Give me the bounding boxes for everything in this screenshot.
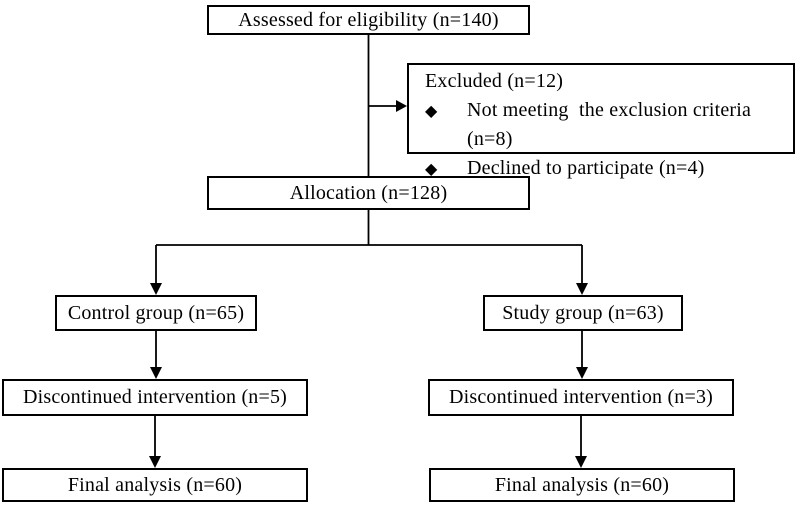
arrowhead-to-control-group — [150, 283, 162, 295]
box-study-final-analysis: Final analysis (n=60) — [429, 468, 735, 502]
control-discontinued-label: Discontinued intervention (n=5) — [22, 386, 288, 408]
excluded-item: ◆ Not meeting the exclusion criteria (n=… — [425, 96, 789, 154]
diamond-bullet-icon: ◆ — [425, 161, 438, 178]
arrowhead-to-study-discontinued — [576, 367, 588, 379]
box-study-group: Study group (n=63) — [483, 295, 683, 331]
box-control-final-analysis: Final analysis (n=60) — [2, 468, 308, 502]
control-final-analysis-label: Final analysis (n=60) — [67, 473, 243, 496]
study-discontinued-label: Discontinued intervention (n=3) — [448, 386, 714, 408]
box-control-discontinued: Discontinued intervention (n=5) — [2, 379, 308, 416]
allocation-label: Allocation (n=128) — [289, 181, 448, 204]
excluded-item-text: Not meeting the exclusion criteria (n=8) — [467, 99, 757, 150]
excluded-title: Excluded (n=12) — [425, 70, 564, 92]
box-excluded: Excluded (n=12) ◆ Not meeting the exclus… — [407, 63, 795, 179]
diamond-bullet-icon: ◆ — [425, 103, 438, 120]
arrowhead-to-excluded — [396, 100, 407, 112]
arrowhead-to-study-final — [575, 456, 587, 468]
arrowhead-to-control-final — [149, 456, 161, 468]
box-study-discontinued: Discontinued intervention (n=3) — [428, 379, 734, 416]
box-assessed-eligibility: Assessed for eligibility (n=140) — [207, 5, 530, 35]
arrowhead-to-study-group — [576, 283, 588, 295]
box-allocation: Allocation (n=128) — [207, 176, 530, 210]
excluded-item: ◆ Declined to participate (n=4) — [425, 154, 789, 184]
control-group-label: Control group (n=65) — [67, 301, 245, 324]
arrowhead-to-control-discontinued — [150, 367, 162, 379]
assessed-eligibility-label: Assessed for eligibility (n=140) — [238, 8, 499, 31]
excluded-item-text: Declined to participate (n=4) — [467, 157, 705, 179]
box-control-group: Control group (n=65) — [55, 295, 257, 331]
study-group-label: Study group (n=63) — [502, 301, 664, 324]
study-final-analysis-label: Final analysis (n=60) — [494, 473, 670, 496]
